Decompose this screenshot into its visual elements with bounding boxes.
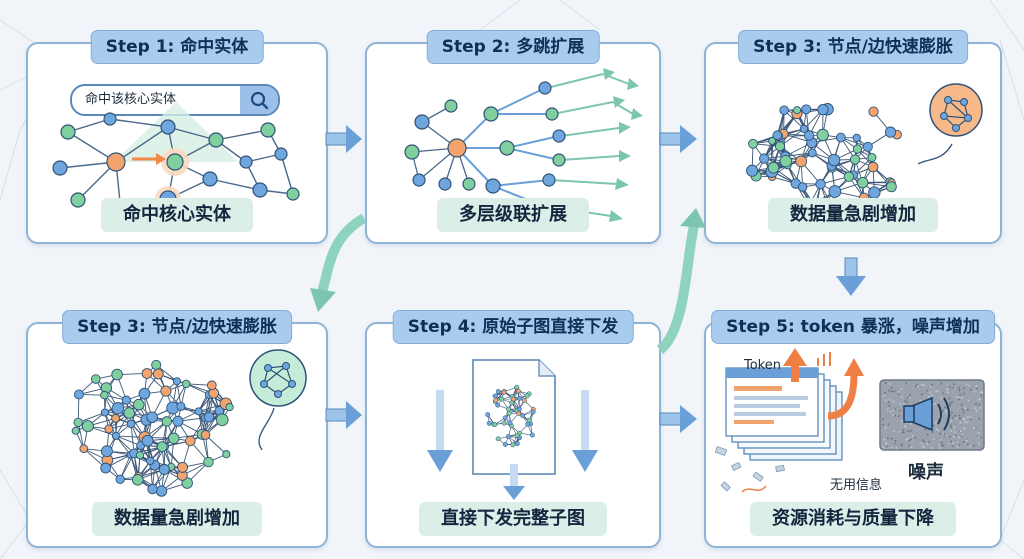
search-button[interactable] <box>240 86 278 114</box>
step1-caption: 命中核心实体 <box>101 198 253 232</box>
step4-art <box>427 359 598 500</box>
step2-caption: 多层级联扩展 <box>437 198 589 232</box>
step5-card: Step 5: token 暴涨，噪声增加 <box>704 310 1002 548</box>
arrow-icon <box>427 390 598 500</box>
step3-top-badge: Step 3: 节点/边快速膨胀 <box>738 30 968 64</box>
step4-caption: 直接下发完整子图 <box>419 502 607 536</box>
step3-bottom-badge: Step 3: 节点/边快速膨胀 <box>62 310 292 344</box>
search-icon <box>250 91 269 110</box>
search-text: 命中该核心实体 <box>85 92 177 107</box>
step4-card: Step 4: 原始子图直接下发 直接下发完整子图 <box>365 310 661 548</box>
step3-top-card: Step 3: 节点/边快速膨胀 数据量急剧增加 <box>704 30 1002 244</box>
noise-label: 噪声 <box>908 462 944 483</box>
step5-caption: 资源消耗与质量下降 <box>750 502 956 536</box>
step3-top-caption: 数据量急剧增加 <box>768 198 938 232</box>
step3-bottom-graph <box>71 349 307 497</box>
step5-art <box>714 348 985 493</box>
network-balloon-icon <box>249 349 307 451</box>
step2-card: Step 2: 多跳扩展 <box>365 30 661 244</box>
token-label: Token <box>744 358 781 373</box>
step2-badge: Step 2: 多跳扩展 <box>426 30 600 64</box>
step5-badge: Step 5: token 暴涨，噪声增加 <box>711 310 995 344</box>
megaphone-icon <box>903 396 950 432</box>
step3-bottom-caption: 数据量急剧增加 <box>92 502 262 536</box>
step3-bottom-card: Step 3: 节点/边快速膨胀 数据量急剧增加 <box>26 310 328 548</box>
step1-card: Step 1: 命中实体 命中该核心实体 <box>26 30 328 244</box>
useless-info-label: 无用信息 <box>830 478 883 493</box>
step2-graph <box>404 68 643 222</box>
network-balloon-icon <box>917 83 983 165</box>
step1-badge: Step 1: 命中实体 <box>90 30 264 64</box>
document-icon <box>472 359 556 475</box>
step4-badge: Step 4: 原始子图直接下发 <box>392 310 634 344</box>
